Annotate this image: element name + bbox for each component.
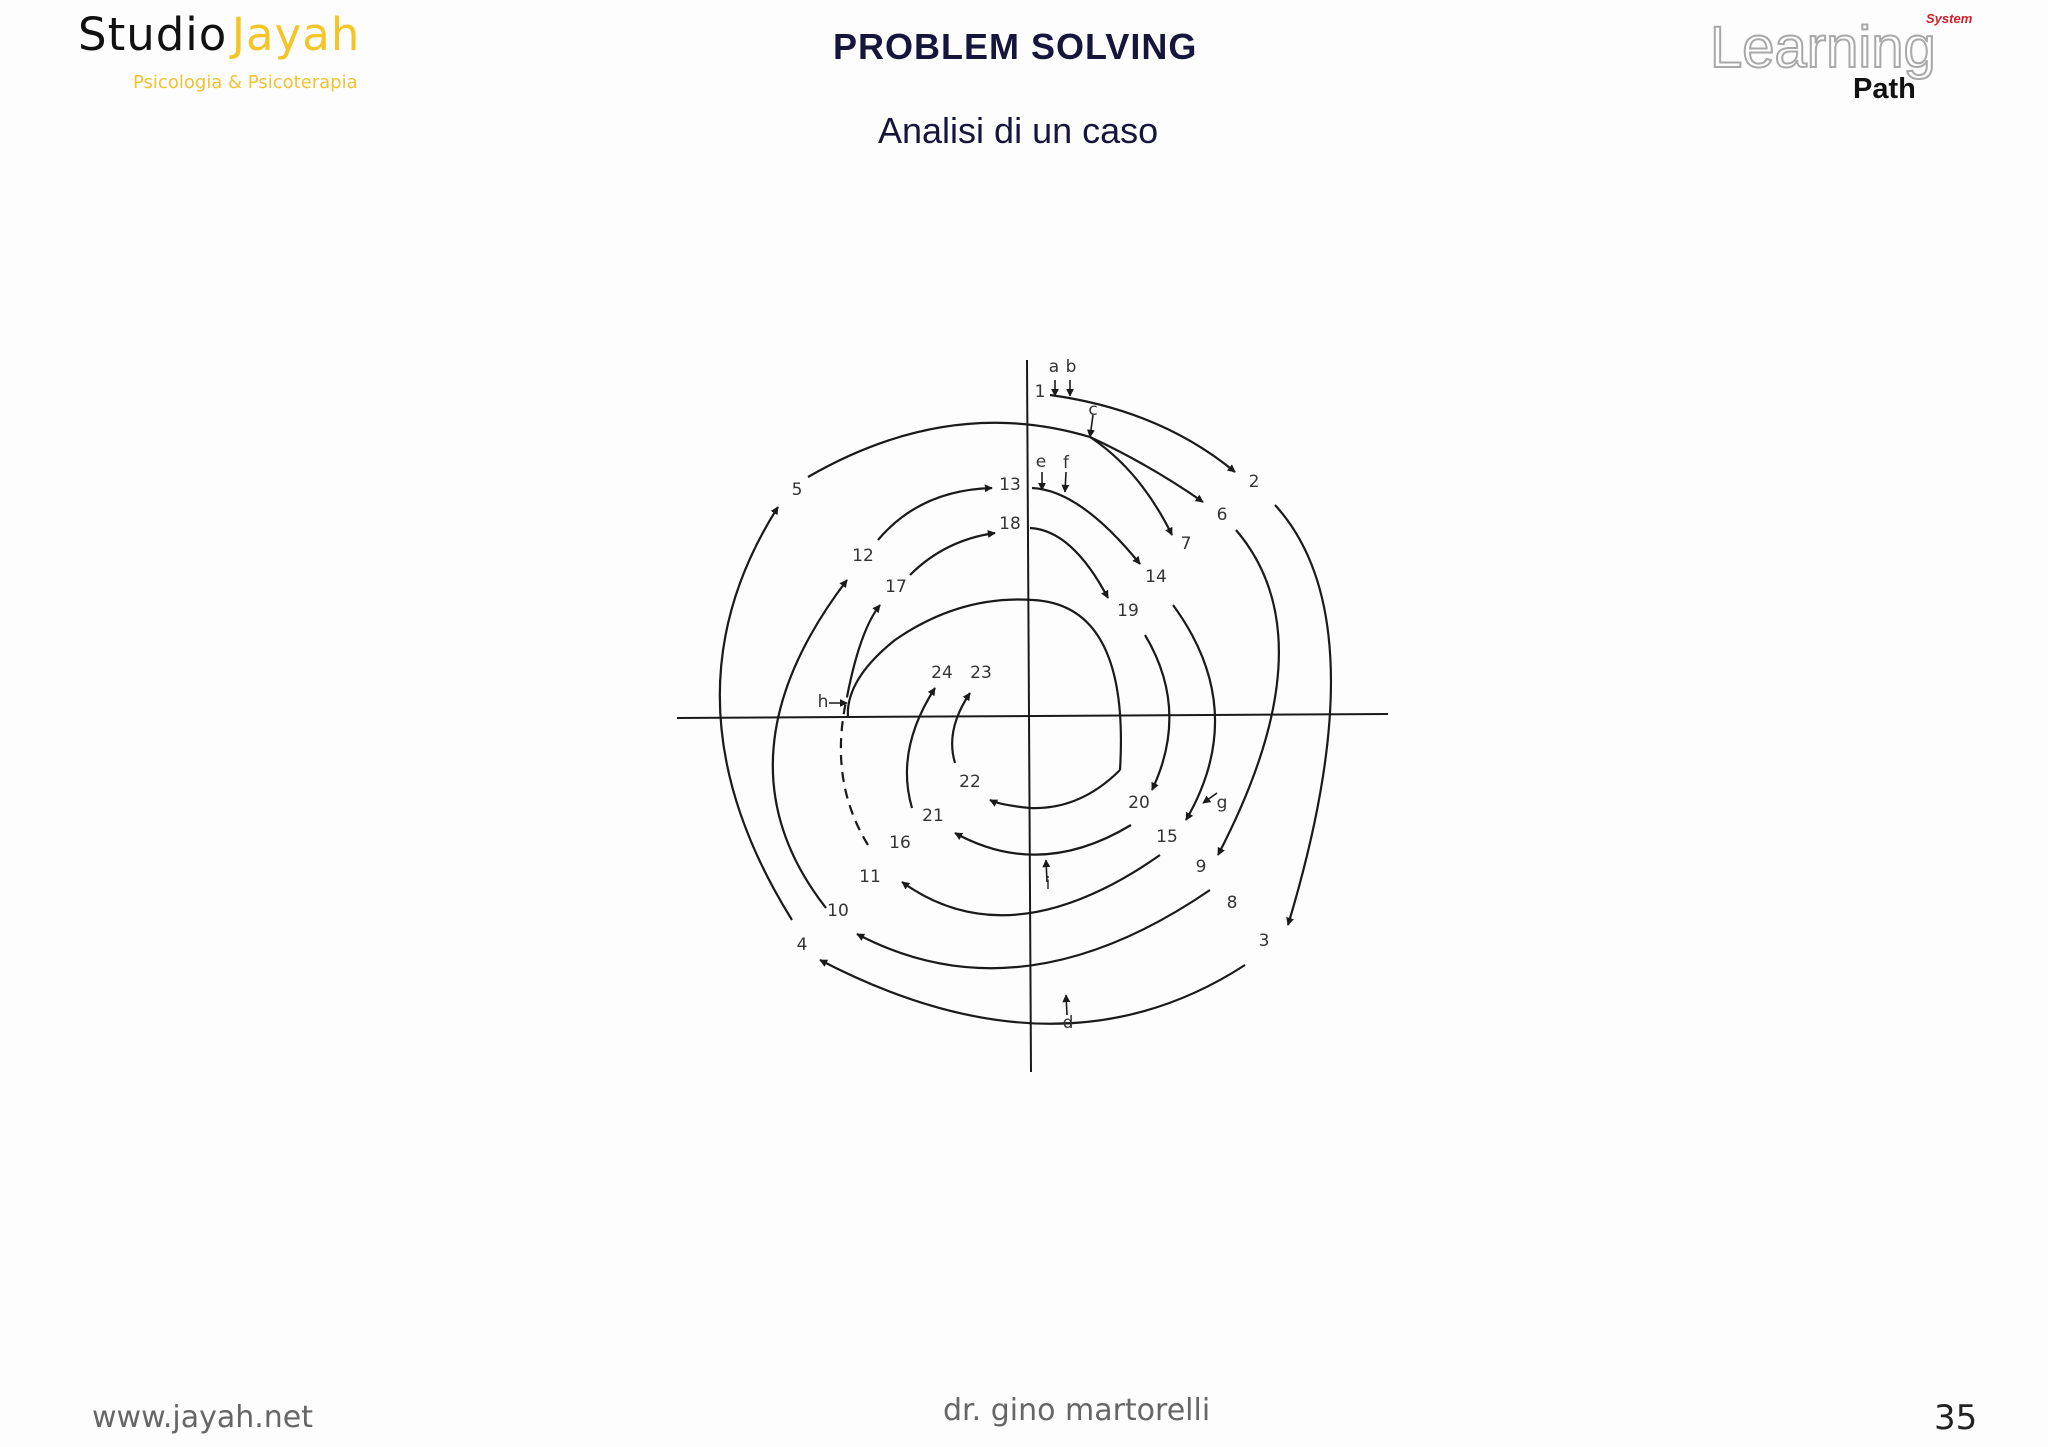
arc-13-14 bbox=[1031, 486, 1141, 565]
step-label-7: 7 bbox=[1181, 534, 1192, 554]
step-label-17: 17 bbox=[885, 577, 907, 597]
marker-g-arrow bbox=[1202, 792, 1218, 804]
step-label-20: 20 bbox=[1128, 793, 1150, 813]
step-label-22: 22 bbox=[959, 772, 981, 792]
marker-f-arrow bbox=[1061, 471, 1070, 493]
logo-word-learning: Learning bbox=[1709, 14, 1937, 81]
marker-i-arrow bbox=[1042, 859, 1051, 883]
step-label-16: 16 bbox=[889, 833, 911, 853]
arc-2-3 bbox=[1274, 504, 1333, 926]
slide-title: PROBLEM SOLVING bbox=[833, 26, 1198, 67]
step-label-15: 15 bbox=[1156, 827, 1178, 847]
marker-d-arrow bbox=[1062, 994, 1071, 1016]
event-marker-f: f bbox=[1063, 453, 1070, 473]
arc-12-13 bbox=[877, 484, 993, 541]
event-marker-b: b bbox=[1066, 357, 1077, 377]
footer-website: www.jayah.net bbox=[92, 1400, 314, 1435]
arc-c-7 bbox=[1089, 436, 1173, 536]
step-label-13: 13 bbox=[999, 475, 1021, 495]
logo-badge-system: System bbox=[1926, 11, 1973, 26]
arc-18-19 bbox=[1029, 526, 1109, 599]
arc-22-23 bbox=[951, 692, 971, 764]
studio-jayah-logo: Studio Jayah Psicologia & Psicoterapia bbox=[78, 8, 361, 93]
arc-21-22 bbox=[989, 769, 1121, 810]
arc-7-8 bbox=[1217, 529, 1280, 856]
event-marker-a: a bbox=[1049, 357, 1059, 377]
arc-17-18 bbox=[909, 530, 996, 576]
step-label-2: 2 bbox=[1249, 472, 1260, 492]
arc-3-4 bbox=[819, 959, 1246, 1025]
arc-14-15 bbox=[1172, 604, 1217, 821]
arc-22-24 bbox=[905, 687, 936, 809]
logo-word-jayah: Jayah bbox=[231, 8, 361, 61]
step-label-19: 19 bbox=[1117, 601, 1139, 621]
step-label-23: 23 bbox=[970, 663, 992, 683]
step-label-24: 24 bbox=[931, 663, 953, 683]
event-marker-h: h bbox=[818, 692, 829, 712]
vertical-axis bbox=[1026, 359, 1032, 1073]
event-marker-e: e bbox=[1036, 452, 1046, 472]
arc-15-16 bbox=[901, 854, 1161, 917]
arc-1-2 bbox=[1049, 393, 1236, 473]
arc-20-21 bbox=[954, 824, 1132, 856]
arc-16-17-dashed bbox=[839, 696, 869, 846]
page-number: 35 bbox=[1934, 1398, 1978, 1438]
arc-8-9-10 bbox=[856, 889, 1211, 970]
slide-subtitle: Analisi di un caso bbox=[878, 110, 1159, 151]
step-label-21: 21 bbox=[922, 806, 944, 826]
event-marker-g: g bbox=[1217, 793, 1228, 813]
step-label-4: 4 bbox=[797, 935, 808, 955]
footer-author: dr. gino martorelli bbox=[943, 1393, 1211, 1428]
arc-10-11-12 bbox=[771, 579, 848, 909]
arc-inner-loop-right bbox=[1032, 598, 1122, 771]
step-label-1: 1 bbox=[1035, 382, 1046, 402]
step-label-8: 8 bbox=[1227, 893, 1238, 913]
learning-path-logo: System Learning Path bbox=[1709, 8, 1980, 108]
logo-word-studio: Studio bbox=[78, 8, 228, 61]
marker-c-arrow bbox=[1087, 414, 1095, 438]
arc-5-6 bbox=[807, 421, 1204, 503]
step-label-10: 10 bbox=[827, 901, 849, 921]
step-label-3: 3 bbox=[1259, 931, 1270, 951]
step-label-18: 18 bbox=[999, 514, 1021, 534]
arc-19-20 bbox=[1144, 634, 1171, 791]
event-marker-d: d bbox=[1063, 1013, 1074, 1033]
event-marker-c: c bbox=[1088, 400, 1097, 420]
arc-inner-loop-top bbox=[846, 598, 1034, 719]
step-label-11: 11 bbox=[859, 867, 881, 887]
step-label-6: 6 bbox=[1217, 505, 1228, 525]
arc-4-5 bbox=[718, 506, 793, 921]
logo-tagline: Psicologia & Psicoterapia bbox=[133, 72, 358, 93]
step-label-12: 12 bbox=[852, 546, 874, 566]
step-label-5: 5 bbox=[792, 480, 803, 500]
event-marker-i: i bbox=[1046, 874, 1051, 894]
step-label-14: 14 bbox=[1145, 567, 1167, 587]
arc-h-17 bbox=[845, 604, 881, 698]
step-label-9: 9 bbox=[1196, 857, 1207, 877]
horizontal-axis bbox=[676, 713, 1389, 719]
logo-word-path: Path bbox=[1853, 73, 1916, 105]
